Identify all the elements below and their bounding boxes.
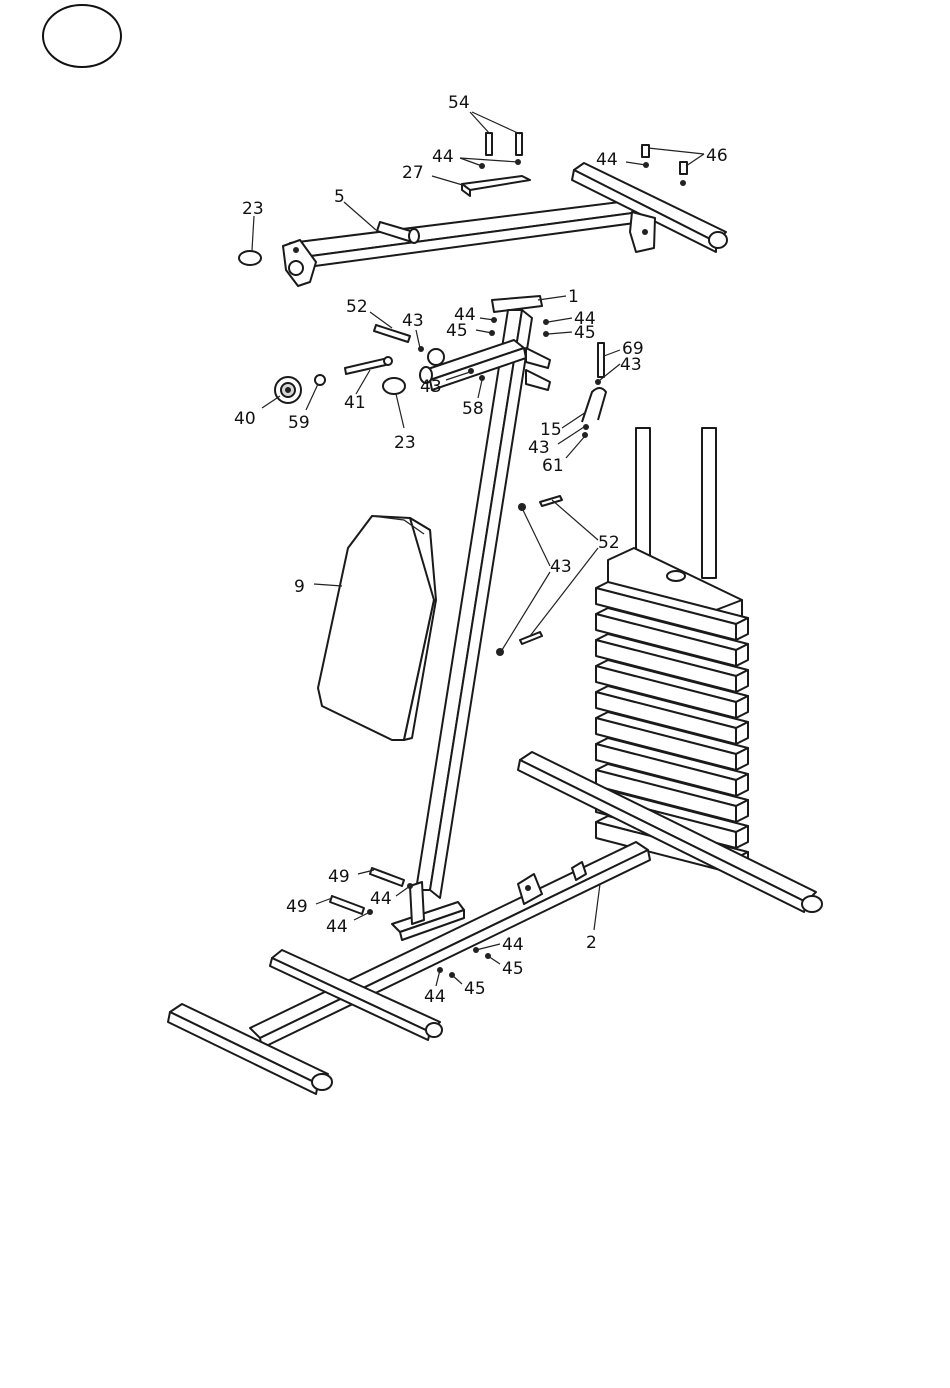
rod-parts bbox=[345, 325, 410, 374]
label-44: 44 bbox=[424, 987, 446, 1007]
label-44: 44 bbox=[432, 147, 454, 167]
label-27: 27 bbox=[402, 163, 424, 183]
label-41: 41 bbox=[344, 393, 366, 413]
u-bracket-part-15 bbox=[582, 343, 606, 438]
label-1: 1 bbox=[568, 287, 579, 307]
label-58: 58 bbox=[462, 399, 484, 419]
pins-part-54 bbox=[479, 133, 522, 169]
end-cap-23 bbox=[239, 251, 261, 265]
label-61: 61 bbox=[542, 456, 564, 476]
label-5: 5 bbox=[334, 187, 345, 207]
label-46: 46 bbox=[706, 146, 728, 166]
label-23: 23 bbox=[242, 199, 264, 219]
label-44: 44 bbox=[326, 917, 348, 937]
label-15: 15 bbox=[540, 420, 562, 440]
back-pad-part bbox=[318, 516, 436, 740]
label-43: 43 bbox=[550, 557, 572, 577]
label-49: 49 bbox=[328, 867, 350, 887]
label-43: 43 bbox=[528, 438, 550, 458]
pad-part-27 bbox=[462, 176, 530, 196]
step-marker bbox=[43, 5, 121, 67]
label-45: 45 bbox=[446, 321, 468, 341]
label-43: 43 bbox=[402, 311, 424, 331]
label-54: 54 bbox=[448, 93, 470, 113]
label-59: 59 bbox=[288, 413, 310, 433]
pulley-part-40 bbox=[275, 377, 301, 403]
label-23: 23 bbox=[394, 433, 416, 453]
label-44: 44 bbox=[502, 935, 524, 955]
label-49: 49 bbox=[286, 897, 308, 917]
label-40: 40 bbox=[234, 409, 256, 429]
label-45: 45 bbox=[502, 959, 524, 979]
label-52: 52 bbox=[598, 533, 620, 553]
label-44: 44 bbox=[596, 150, 618, 170]
label-45: 45 bbox=[464, 979, 486, 999]
label-45: 45 bbox=[574, 323, 596, 343]
label-43: 43 bbox=[420, 377, 442, 397]
label-52: 52 bbox=[346, 297, 368, 317]
label-43: 43 bbox=[620, 355, 642, 375]
end-cap-23-lower bbox=[383, 378, 405, 394]
washer-part-59 bbox=[315, 375, 325, 385]
label-2: 2 bbox=[586, 933, 597, 953]
label-9: 9 bbox=[294, 577, 305, 597]
label-44: 44 bbox=[370, 889, 392, 909]
